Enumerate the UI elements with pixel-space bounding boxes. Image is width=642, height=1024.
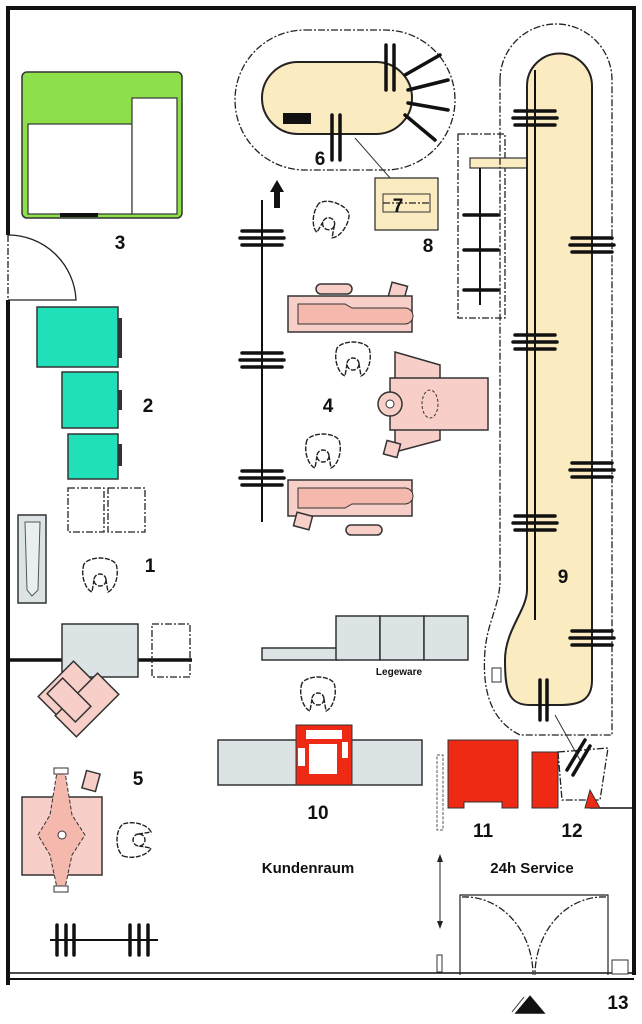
area-4-presses bbox=[287, 196, 489, 536]
area-6-carousel bbox=[234, 29, 456, 208]
area-label-4: 4 bbox=[323, 396, 334, 417]
area-2-machines bbox=[36, 306, 146, 533]
flat-goods-counter bbox=[261, 615, 469, 661]
area-1-workplace bbox=[17, 514, 191, 678]
clothes-rail bbox=[238, 200, 286, 522]
area-label-8: 8 bbox=[423, 236, 434, 257]
area-label-12: 12 bbox=[561, 821, 582, 842]
area-10-reception bbox=[217, 676, 423, 786]
area-label-6: 6 bbox=[315, 149, 326, 170]
area-11-12-machines bbox=[436, 714, 609, 831]
room-label-24h-service: 24h Service bbox=[490, 860, 573, 877]
area-label-10: 10 bbox=[307, 803, 328, 824]
area-label-5: 5 bbox=[133, 769, 144, 790]
entrance-triangle-icon bbox=[513, 994, 547, 1015]
label-legeware: Legeware bbox=[376, 667, 423, 678]
area-label-7: 7 bbox=[393, 196, 404, 217]
area-3-room bbox=[21, 71, 183, 219]
entrance bbox=[436, 854, 629, 1015]
door-swing bbox=[7, 234, 77, 301]
area-label-11: 11 bbox=[473, 821, 494, 842]
area-5-press-station bbox=[21, 660, 158, 957]
room-label-kundenraum: Kundenraum bbox=[262, 860, 355, 877]
area-label-2: 2 bbox=[143, 396, 154, 417]
area-label-1: 1 bbox=[145, 556, 156, 577]
area-label-9: 9 bbox=[558, 567, 569, 588]
arrow-up-icon bbox=[270, 180, 284, 208]
area-label-3: 3 bbox=[115, 233, 126, 254]
area-label-13: 13 bbox=[607, 993, 628, 1014]
area-7-unit bbox=[374, 177, 439, 231]
area-9-conveyor bbox=[483, 23, 616, 736]
